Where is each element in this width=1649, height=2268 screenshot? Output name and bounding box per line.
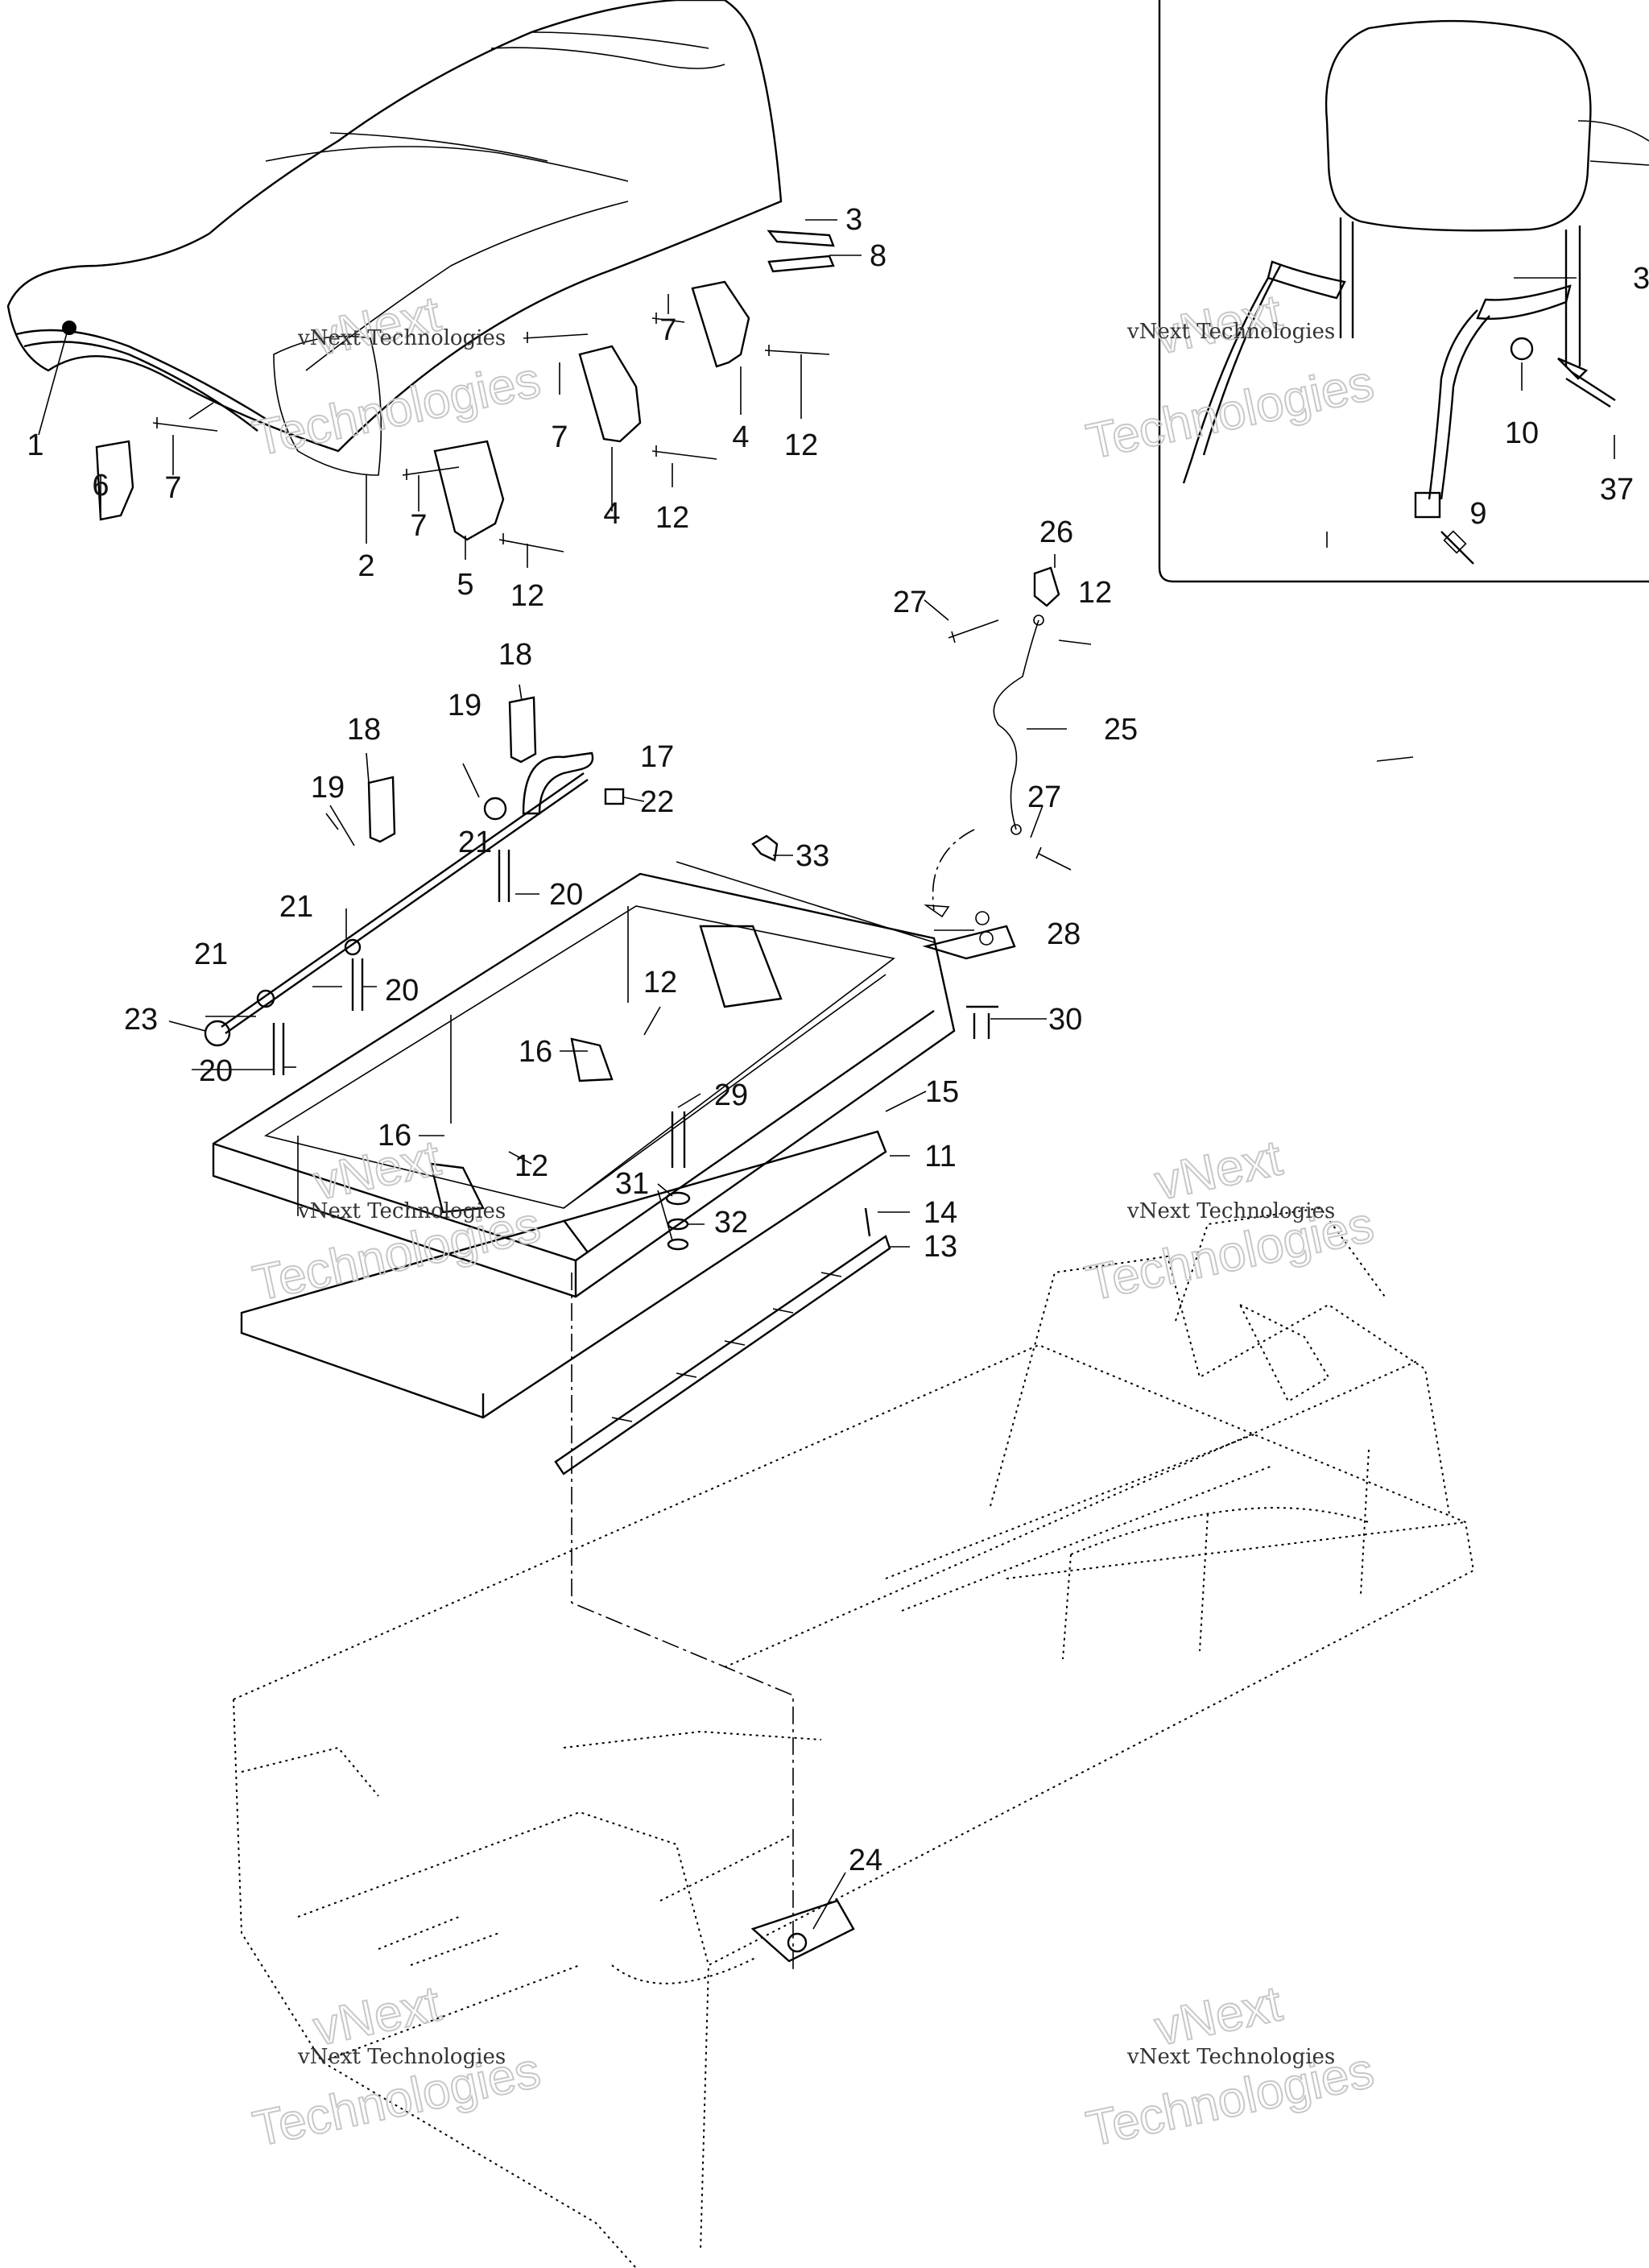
callout-11: 11 (924, 1140, 956, 1173)
storage-box (212, 861, 956, 1298)
callout-32: 32 (714, 1206, 748, 1240)
callout-31: 31 (615, 1167, 649, 1201)
callout-28: 28 (1047, 917, 1081, 951)
seat-tether (924, 566, 1092, 918)
callout-3: 3 (1633, 262, 1649, 296)
callout-27: 27 (893, 586, 927, 619)
callout-16: 16 (378, 1119, 411, 1153)
rivets-seat (152, 312, 830, 553)
callout-4: 4 (603, 497, 620, 531)
callout-19: 19 (311, 771, 345, 805)
callout-13: 13 (924, 1230, 957, 1264)
chassis-frame (233, 1206, 1475, 2268)
callout-1: 1 (27, 428, 43, 462)
callout-26: 26 (1039, 515, 1073, 549)
callout-12: 12 (784, 428, 818, 462)
callout-27: 27 (1027, 780, 1061, 814)
svg-text:vNext Technologies: vNext Technologies (297, 2045, 506, 2069)
leader-lines (38, 219, 1615, 1930)
callout-18: 18 (498, 638, 532, 672)
callout-21: 21 (458, 826, 492, 859)
callout-7: 7 (659, 313, 676, 347)
callout-7: 7 (410, 509, 427, 543)
callout-20: 20 (199, 1054, 233, 1088)
callout-7: 7 (551, 420, 568, 454)
seat-cushion (6, 0, 783, 476)
callout-3: 3 (845, 203, 862, 237)
svg-text:vNext Technologies: vNext Technologies (297, 1199, 506, 1223)
callout-24: 24 (849, 1844, 882, 1877)
seat-strip (767, 230, 835, 273)
callout-25: 25 (1104, 713, 1138, 747)
callout-18: 18 (347, 713, 381, 747)
callout-29: 29 (714, 1078, 748, 1112)
callout-21: 21 (279, 890, 313, 924)
callout-4: 4 (732, 420, 749, 454)
callout-9: 9 (1469, 497, 1486, 531)
callout-23: 23 (124, 1003, 158, 1037)
callout-labels: 1 2 3 4 4 5 6 7 7 7 7 8 12 12 12 3 10 37… (27, 203, 1649, 1877)
callout-21: 21 (194, 937, 228, 971)
latch-assembly (204, 696, 779, 1075)
callout-19: 19 (448, 689, 481, 722)
callout-2: 2 (357, 549, 374, 583)
watermarks: vNext Technologies vNext Technologies vN… (248, 284, 1379, 2158)
callout-12: 12 (515, 1149, 548, 1183)
svg-text:Technologies: Technologies (1082, 355, 1378, 470)
backrest-inset (1158, 0, 1649, 583)
callout-10: 10 (1505, 416, 1539, 450)
svg-text:Technologies: Technologies (249, 352, 545, 467)
svg-text:vNext Technologies: vNext Technologies (1126, 320, 1335, 344)
callout-12: 12 (510, 579, 544, 613)
callout-16: 16 (519, 1035, 552, 1069)
callout-7: 7 (164, 471, 181, 505)
callout-12: 12 (643, 966, 677, 999)
callout-22: 22 (640, 785, 674, 819)
callout-20: 20 (549, 878, 583, 912)
hinge-brackets (95, 280, 750, 541)
callout-12: 12 (655, 501, 689, 535)
callout-37: 37 (1600, 473, 1634, 507)
callout-5: 5 (457, 568, 473, 602)
floor-panel (240, 1130, 891, 1475)
callout-20: 20 (385, 974, 419, 1008)
callout-15: 15 (925, 1075, 959, 1109)
callout-30: 30 (1048, 1003, 1082, 1037)
callout-8: 8 (870, 239, 886, 273)
svg-text:vNext Technologies: vNext Technologies (1126, 2045, 1335, 2069)
box-hardware (665, 911, 1016, 1251)
callout-14: 14 (924, 1196, 957, 1230)
callout-12: 12 (1078, 576, 1112, 610)
callout-6: 6 (92, 469, 109, 503)
svg-text:vNext Technologies: vNext Technologies (297, 326, 506, 350)
callout-33: 33 (796, 839, 829, 873)
callout-17: 17 (640, 740, 674, 774)
svg-text:vNext Technologies: vNext Technologies (1126, 1199, 1335, 1223)
alignment-line (571, 1273, 794, 1973)
